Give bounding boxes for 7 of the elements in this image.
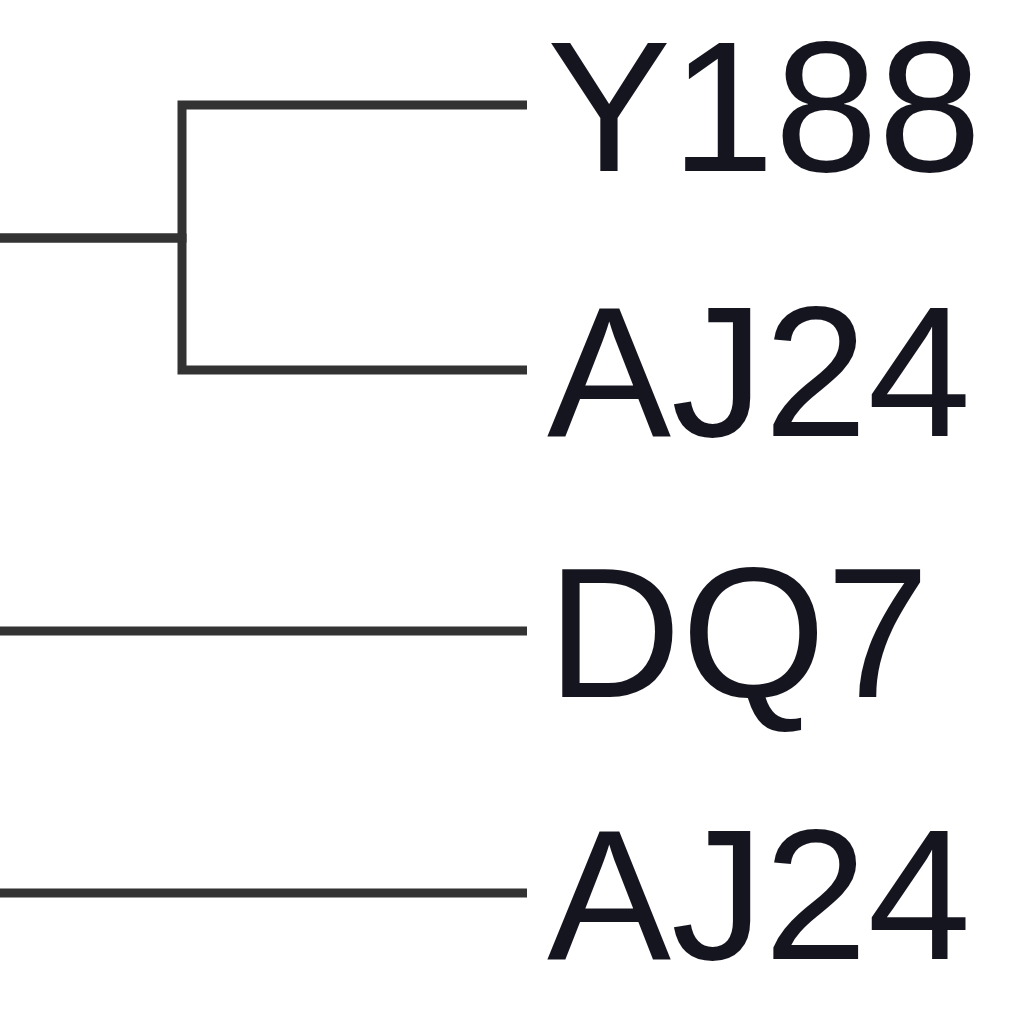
taxon-label: AJ24 — [527, 779, 971, 1012]
tree-branch — [0, 233, 527, 375]
taxon-label: Y188 — [527, 0, 982, 224]
tree-branch — [0, 626, 527, 636]
tree-branch — [0, 888, 527, 898]
taxon-label: AJ24 — [527, 256, 971, 489]
taxon-label: DQ7 — [527, 517, 930, 750]
